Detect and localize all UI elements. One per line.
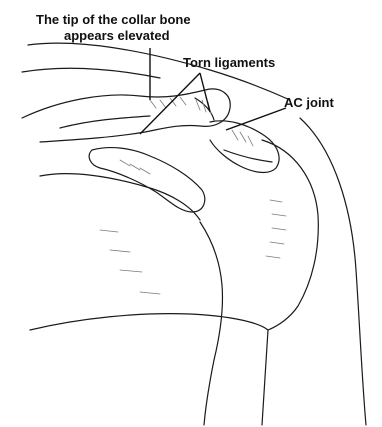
neck-outline <box>28 43 290 100</box>
deltoid-outline <box>300 118 366 425</box>
shading-acromion <box>232 130 253 146</box>
label-ac-joint: AC joint <box>284 95 334 111</box>
shading-coracoid <box>120 160 150 174</box>
humeral-head <box>262 140 318 330</box>
leader-torn-ligament-1 <box>140 73 200 134</box>
label-torn-ligaments: Torn ligaments <box>183 55 275 71</box>
leader-ac-joint <box>226 108 286 130</box>
armpit-contour <box>204 360 214 425</box>
glenoid-curve <box>200 222 223 360</box>
rib-contour <box>30 314 268 330</box>
shading-scapula <box>100 230 160 294</box>
coracoid-process <box>89 148 205 212</box>
clavicle-bone <box>22 89 230 142</box>
label-collar-bone-line2: appears elevated <box>64 28 244 44</box>
acromion <box>210 121 279 173</box>
trapezius-line <box>22 68 160 78</box>
clavicle-inner-contour <box>60 116 150 128</box>
scapula-body <box>40 174 200 220</box>
label-collar-bone-line1: The tip of the collar bone <box>36 12 276 28</box>
acromion-lower <box>224 150 272 162</box>
shading-humerus <box>266 200 286 258</box>
arm-inner-outline <box>262 330 268 425</box>
clavicle-tip-detail <box>195 98 214 120</box>
